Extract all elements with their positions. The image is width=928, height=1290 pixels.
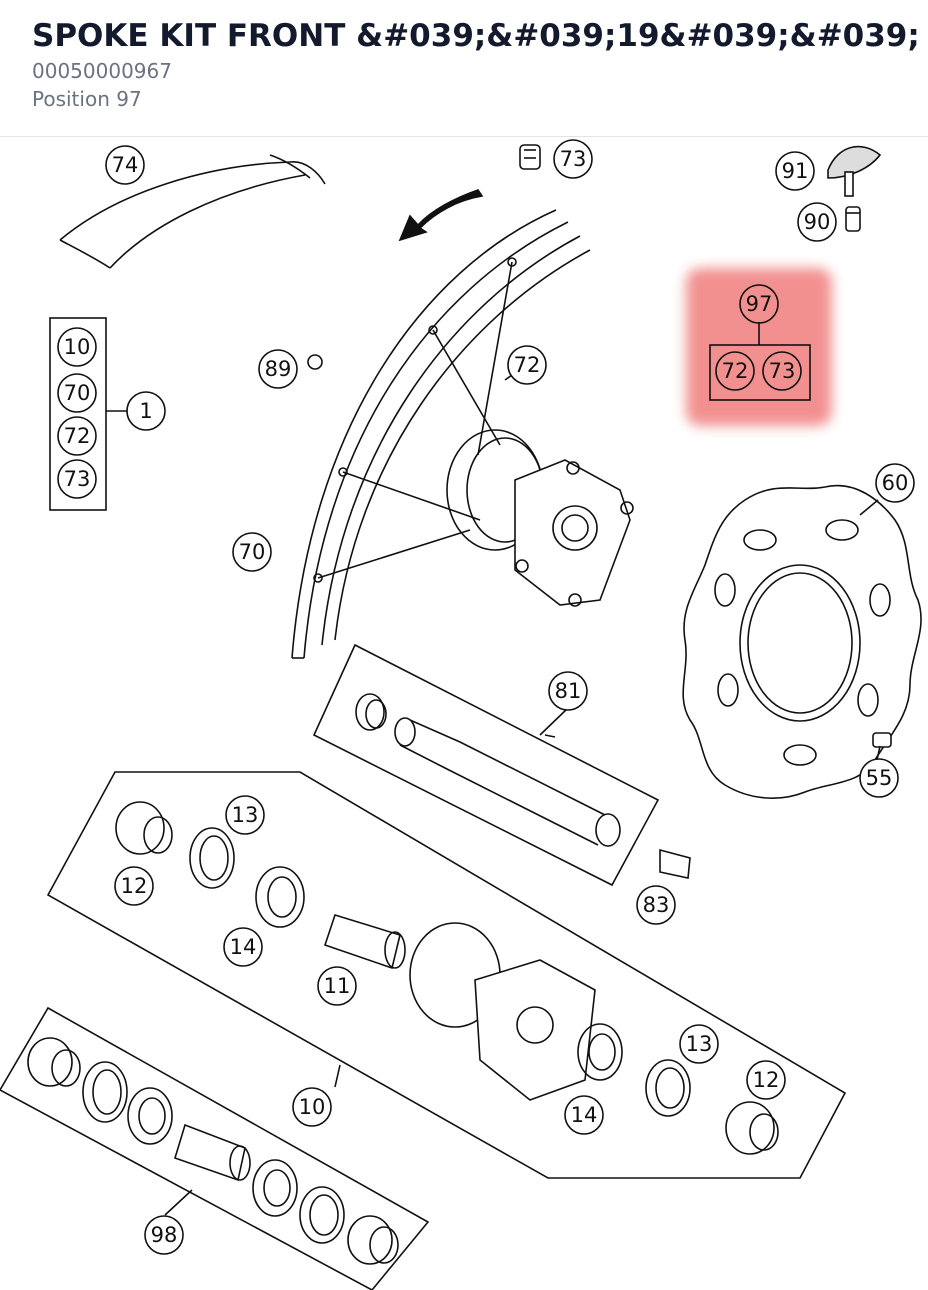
disc-bolt-drawing [872,732,892,748]
callout-13-left[interactable]: 13 [232,803,259,827]
brake-disc-drawing [682,484,922,799]
valve-drawing [827,145,882,232]
callout-70-rim[interactable]: 70 [239,540,266,564]
rim-tape-drawing [59,154,326,269]
position-label: Position 97 [32,87,142,111]
kit-97-bracket [709,322,811,401]
callout-10-hub[interactable]: 10 [299,1095,326,1119]
callout-55[interactable]: 55 [866,766,893,790]
callout-kit1-72[interactable]: 72 [64,424,91,448]
rotation-arrow-drawing [398,189,484,242]
bearing-kit-drawing [0,1006,430,1290]
callout-97[interactable]: 97 [746,292,773,316]
callout-60[interactable]: 60 [882,471,909,495]
highlight-97[interactable] [686,268,832,426]
callout-1[interactable]: 1 [139,399,152,423]
callout-13-right[interactable]: 13 [686,1032,713,1056]
callout-14-right[interactable]: 14 [571,1103,598,1127]
callout-90[interactable]: 90 [804,210,831,234]
callout-89[interactable]: 89 [265,357,292,381]
spokes-drawing [317,261,513,579]
valve-cap-drawing [519,144,541,170]
exploded-parts-diagram: 74 73 91 90 97 72 73 10 70 72 73 1 89 72… [0,139,922,1290]
part-number: 00050000967 [32,59,172,83]
callout-83[interactable]: 83 [643,893,670,917]
callout-12-right[interactable]: 12 [753,1068,780,1092]
callout-14-left[interactable]: 14 [230,935,257,959]
callout-11[interactable]: 11 [324,974,351,998]
rim-drawing [291,209,591,659]
callout-kit1-73[interactable]: 73 [64,467,91,491]
hub-kit-drawing [46,771,847,1179]
callout-kit1-70[interactable]: 70 [64,381,91,405]
callout-12-left[interactable]: 12 [121,874,148,898]
page-header: SPOKE KIT FRONT &#039;&#039;19&#039;&#03… [0,0,928,137]
kit-1-bracket [49,317,127,511]
callout-73-valve-cap[interactable]: 73 [560,147,587,171]
axle-kit-drawing [312,643,691,887]
callout-91[interactable]: 91 [782,159,809,183]
callout-kit1-10[interactable]: 10 [64,335,91,359]
callout-74[interactable]: 74 [112,153,139,177]
callout-72-spokes[interactable]: 72 [514,353,541,377]
wheel-hub-drawing [446,429,634,607]
callout-98[interactable]: 98 [151,1223,178,1247]
callout-97-73[interactable]: 73 [769,359,796,383]
callout-81[interactable]: 81 [555,679,582,703]
callout-97-72[interactable]: 72 [722,359,749,383]
part-title: SPOKE KIT FRONT &#039;&#039;19&#039;&#03… [32,18,920,54]
